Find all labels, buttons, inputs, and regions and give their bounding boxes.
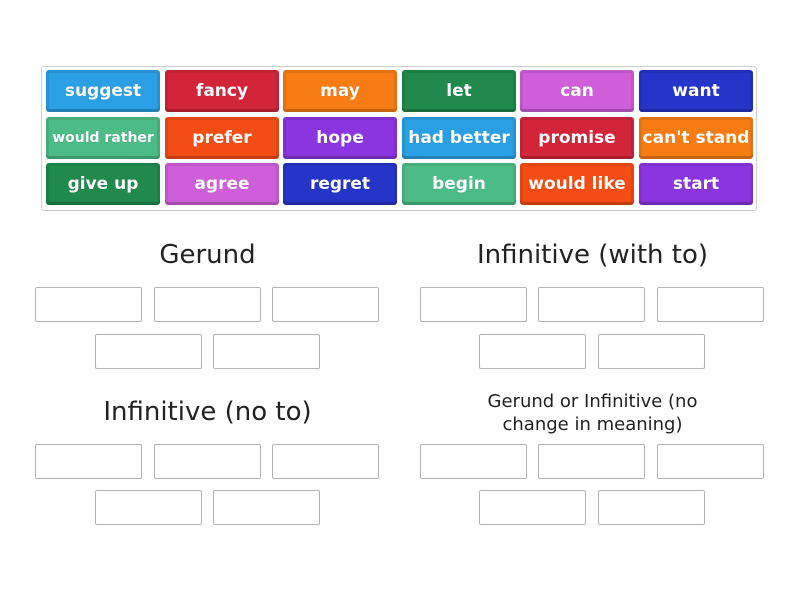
drop-slot[interactable]	[657, 444, 764, 479]
drop-slot[interactable]	[420, 444, 527, 479]
zone-title-infinitive-no-to: Infinitive (no to)	[103, 397, 312, 427]
drop-slot[interactable]	[538, 287, 645, 322]
zone-title-line2: change in meaning)	[502, 414, 683, 435]
tile-prefer[interactable]: prefer	[165, 117, 279, 159]
tile-let[interactable]: let	[402, 70, 516, 112]
tile-give-up[interactable]: give up	[46, 163, 160, 205]
drop-slot[interactable]	[479, 490, 586, 525]
zone-title-infinitive-with-to: Infinitive (with to)	[476, 240, 709, 270]
tile-suggest[interactable]: suggest	[46, 70, 160, 112]
tile-can[interactable]: can	[520, 70, 634, 112]
tile-fancy[interactable]: fancy	[165, 70, 279, 112]
drop-slot[interactable]	[538, 444, 645, 479]
zone-title-gerund: Gerund	[159, 240, 256, 270]
drop-slot[interactable]	[598, 334, 705, 369]
drop-slot[interactable]	[154, 287, 261, 322]
drop-slot[interactable]	[479, 334, 586, 369]
tile-start[interactable]: start	[639, 163, 753, 205]
tile-would-rather[interactable]: would rather	[46, 117, 160, 159]
tile-would-like[interactable]: would like	[520, 163, 634, 205]
word-bank	[41, 66, 757, 211]
drop-slot[interactable]	[35, 287, 142, 322]
tile-hope[interactable]: hope	[283, 117, 397, 159]
drop-slot[interactable]	[657, 287, 764, 322]
drop-slot[interactable]	[598, 490, 705, 525]
tile-promise[interactable]: promise	[520, 117, 634, 159]
tile-begin[interactable]: begin	[402, 163, 516, 205]
tile-regret[interactable]: regret	[283, 163, 397, 205]
tile-had-better[interactable]: had better	[402, 117, 516, 159]
drop-slot[interactable]	[95, 490, 202, 525]
drop-slot[interactable]	[213, 490, 320, 525]
drop-slot[interactable]	[95, 334, 202, 369]
drop-slot[interactable]	[35, 444, 142, 479]
drop-slot[interactable]	[213, 334, 320, 369]
drop-slot[interactable]	[154, 444, 261, 479]
drop-slot[interactable]	[420, 287, 527, 322]
zone-title-line1: Gerund or Infinitive (no	[487, 391, 698, 412]
tile-cant-stand[interactable]: can't stand	[639, 117, 753, 159]
tile-agree[interactable]: agree	[165, 163, 279, 205]
tile-want[interactable]: want	[639, 70, 753, 112]
zone-title-gerund-or-infinitive: Gerund or Infinitive (no change in meani…	[420, 390, 765, 436]
drop-slot[interactable]	[272, 444, 379, 479]
drop-slot[interactable]	[272, 287, 379, 322]
tile-may[interactable]: may	[283, 70, 397, 112]
